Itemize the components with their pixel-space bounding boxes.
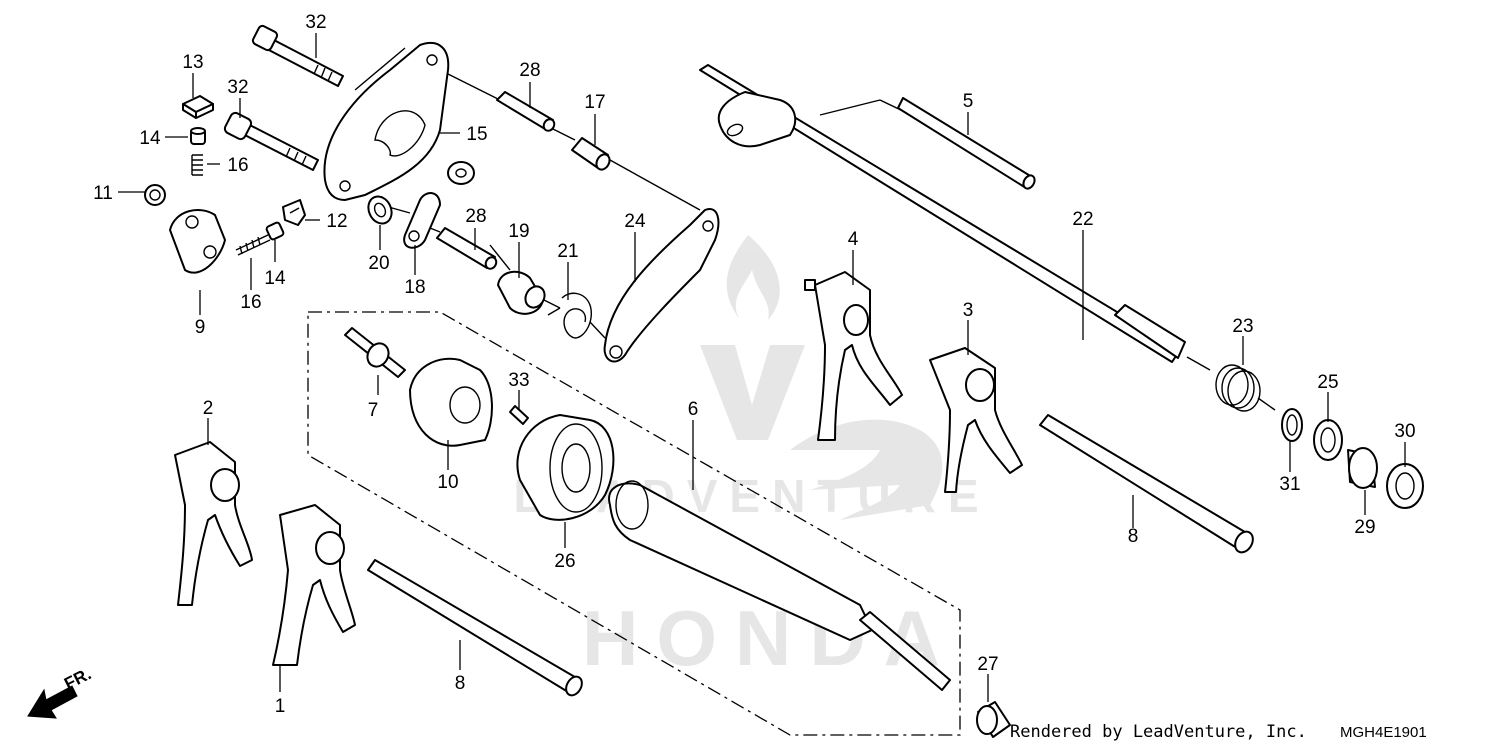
callout-32-lower: 32 (227, 77, 248, 98)
callout-8-right: 8 (1128, 526, 1139, 547)
part-11-nut (144, 184, 166, 206)
part-23-return-spring (1215, 364, 1276, 412)
callout-labels: 32 32 13 14 16 11 12 9 16 14 15 20 18 28… (93, 12, 1415, 717)
part-4-shift-fork (804, 271, 903, 441)
callout-17: 17 (584, 92, 605, 113)
part-30-oil-seal (1386, 463, 1424, 509)
callout-30: 30 (1394, 421, 1415, 442)
part-28-pin-upper (496, 91, 556, 132)
callout-2: 2 (203, 398, 214, 419)
callout-21: 21 (557, 241, 578, 262)
callout-6: 6 (688, 399, 699, 420)
part-8-shaft-right (1039, 414, 1254, 554)
callout-25: 25 (1317, 372, 1338, 393)
part-22-gearshift-spindle (699, 64, 1186, 363)
callout-28-upper: 28 (519, 60, 540, 81)
callout-20: 20 (368, 253, 389, 274)
part-18-link (403, 161, 475, 249)
part-2-shift-fork (174, 441, 253, 606)
callout-14-lower: 14 (264, 268, 286, 289)
callout-33: 33 (508, 370, 529, 391)
part-16-spring-lower (235, 234, 271, 256)
callout-10: 10 (437, 472, 458, 493)
callout-27: 27 (977, 654, 998, 675)
callout-4: 4 (848, 229, 859, 250)
part-5-shaft (897, 97, 1036, 190)
callout-22: 22 (1072, 209, 1093, 230)
callout-11: 11 (93, 183, 113, 204)
callout-16-lower: 16 (240, 292, 261, 313)
part-32-upper-bolt (251, 24, 344, 87)
front-arrow-icon (27, 685, 78, 719)
part-25-washer (1313, 419, 1343, 461)
part-27-bearing (976, 701, 1011, 738)
callout-18: 18 (404, 277, 425, 298)
callout-7: 7 (368, 400, 379, 421)
part-32-lower-bolt (223, 111, 319, 171)
part-8-shaft-lower (367, 559, 583, 697)
part-12-clip (282, 199, 306, 226)
part-19-roller (497, 270, 546, 315)
callout-15: 15 (466, 124, 487, 145)
part-13-plate (182, 95, 214, 119)
part-26-bearing (516, 414, 615, 521)
part-29-needle-bearing (1347, 447, 1378, 489)
part-31-circlip (1281, 408, 1303, 442)
callout-12: 12 (326, 211, 347, 232)
callout-29: 29 (1354, 517, 1375, 538)
callout-24: 24 (624, 211, 646, 232)
part-3-shift-fork (929, 347, 1023, 493)
part-33-dowel (509, 405, 529, 425)
part-6-shift-drum (608, 480, 951, 691)
front-direction-indicator: FR. (27, 664, 94, 719)
part-15-cover-plate (323, 42, 450, 201)
render-credit: Rendered by LeadVenture, Inc. (1010, 722, 1307, 742)
part-7-pin-bolt (344, 327, 406, 378)
callout-31: 31 (1279, 474, 1300, 495)
honda-wing-icon (790, 419, 943, 520)
callout-3: 3 (963, 300, 974, 321)
callout-9: 9 (195, 317, 206, 338)
callout-1: 1 (275, 696, 286, 717)
part-21-spring (547, 292, 592, 339)
leadventure-logo-icon (700, 345, 805, 440)
part-9-stopper-arm (169, 209, 226, 274)
part-14-collar-lower (265, 221, 285, 241)
callout-28-lower: 28 (465, 206, 486, 227)
callout-8-lower: 8 (455, 673, 466, 694)
part-10-star-plate (409, 357, 493, 447)
part-20-washer (367, 195, 393, 225)
callout-5: 5 (963, 91, 974, 112)
part-24-shift-arm (603, 208, 720, 363)
callout-14-upper: 14 (139, 128, 161, 149)
part-14-collar (190, 127, 206, 145)
part-28-pin-lower (436, 227, 498, 270)
assembly-group-frame (307, 311, 961, 736)
leader-lines (118, 33, 1406, 702)
callout-26: 26 (554, 551, 575, 572)
callout-23: 23 (1232, 316, 1253, 337)
flame-icon (726, 235, 780, 320)
part-1-shift-fork (272, 504, 356, 666)
diagram-code: MGH4E1901 (1340, 724, 1427, 741)
callout-32-upper: 32 (305, 12, 326, 33)
callout-13: 13 (182, 52, 203, 73)
part-17-sleeve (571, 137, 611, 171)
callout-19: 19 (508, 221, 529, 242)
part-16-spring-upper (191, 154, 203, 176)
callout-16-upper: 16 (227, 155, 248, 176)
